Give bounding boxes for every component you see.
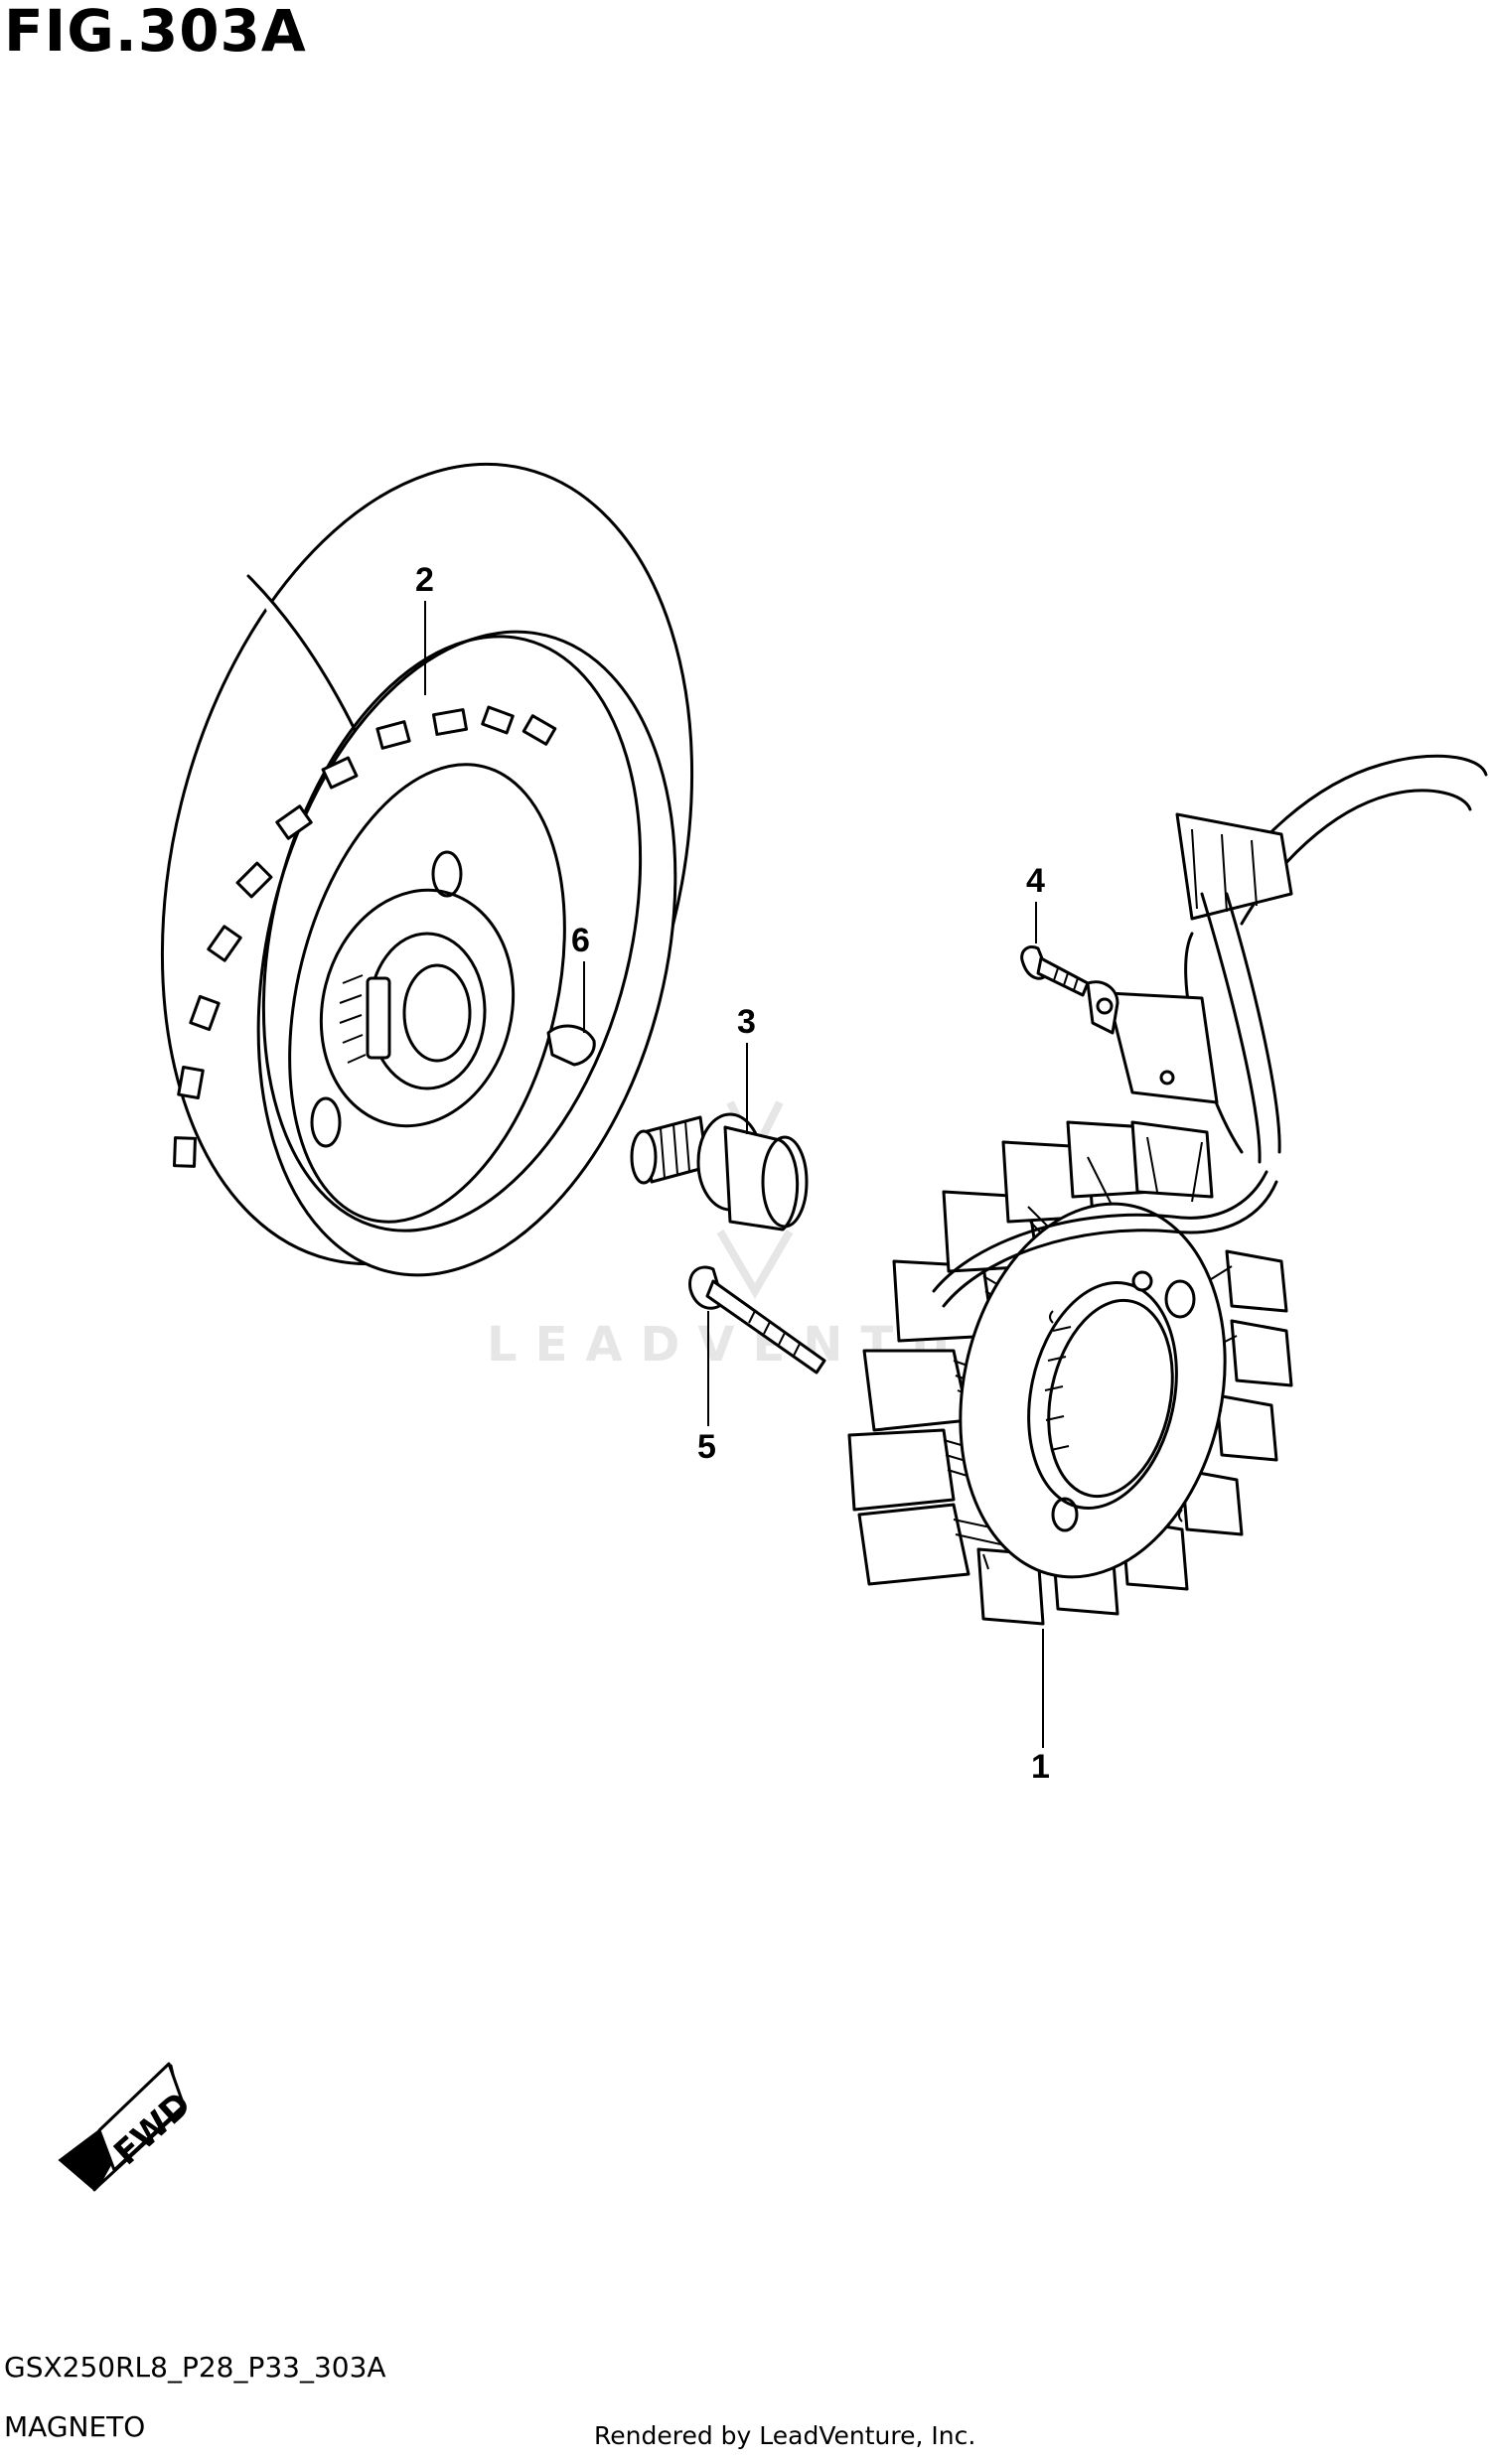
render-credit: Rendered by LeadVenture, Inc.: [594, 2421, 976, 2450]
stator-screw[interactable]: [688, 1265, 826, 1375]
callout-1-label: 1: [1031, 1748, 1050, 1786]
pickup-screw[interactable]: [1020, 945, 1090, 997]
woodruff-key[interactable]: [546, 1024, 596, 1067]
section-name: MAGNETO: [4, 2410, 146, 2443]
stator-coils: [847, 1120, 1293, 1626]
callout-6-label: 6: [571, 922, 590, 959]
fwd-arrow-icon: FWD: [58, 2062, 199, 2192]
callout-4-label: 4: [1026, 862, 1045, 900]
figure-title: FIG.303A: [4, 0, 307, 65]
stator[interactable]: [847, 754, 1488, 1626]
flywheel-rotor[interactable]: [82, 407, 771, 1320]
model-code: GSX250RL8_P28_P33_303A: [4, 2351, 386, 2384]
callout-2-label: 2: [415, 561, 434, 599]
callout-3-label: 3: [737, 1003, 756, 1041]
rotor-bolt[interactable]: [630, 1112, 809, 1232]
callout-5-label: 5: [697, 1428, 716, 1466]
